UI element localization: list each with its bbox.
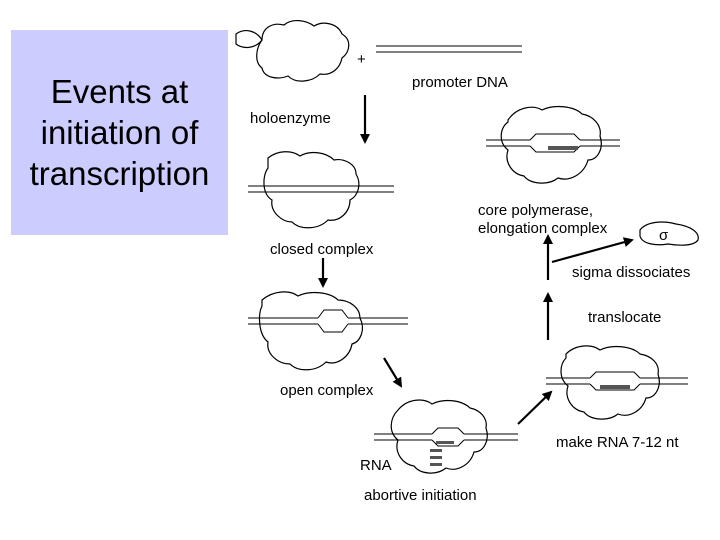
promoter-dna-label: promoter DNA — [412, 74, 508, 91]
open-complex-shape — [248, 291, 408, 371]
closed-complex-label: closed complex — [270, 241, 374, 258]
arrow-sigma-dissociates — [551, 237, 634, 264]
plus-sign: + — [357, 51, 366, 68]
translocate-label: translocate — [588, 309, 661, 326]
holoenzyme-label: holoenzyme — [250, 110, 331, 127]
elongation-complex-label: elongation complex — [478, 220, 608, 237]
open-complex-label: open complex — [280, 382, 374, 399]
closed-complex-shape — [248, 151, 394, 229]
holoenzyme-shape — [235, 20, 350, 82]
sigma-dissociates-label: sigma dissociates — [572, 264, 690, 281]
make-rna-complex-shape — [546, 345, 688, 420]
rna-label: RNA — [360, 457, 392, 474]
arrow-to-abortive — [383, 357, 403, 388]
title-box: Events at initiation of transcription — [11, 30, 228, 235]
abortive-initiation-label: abortive initiation — [364, 487, 477, 504]
promoter-dna-strand — [376, 45, 522, 53]
rna-fragments — [430, 441, 454, 466]
slide-title: Events at initiation of transcription — [29, 73, 210, 192]
elongation-complex-shape — [486, 105, 620, 184]
arrow-to-make-rna — [517, 390, 553, 425]
core-polymerase-label: core polymerase, — [478, 202, 593, 219]
make-rna-label: make RNA 7-12 nt — [556, 434, 679, 451]
abortive-initiation-shape — [374, 399, 518, 474]
sigma-symbol: σ — [659, 227, 669, 244]
sigma-factor-shape — [639, 221, 699, 246]
